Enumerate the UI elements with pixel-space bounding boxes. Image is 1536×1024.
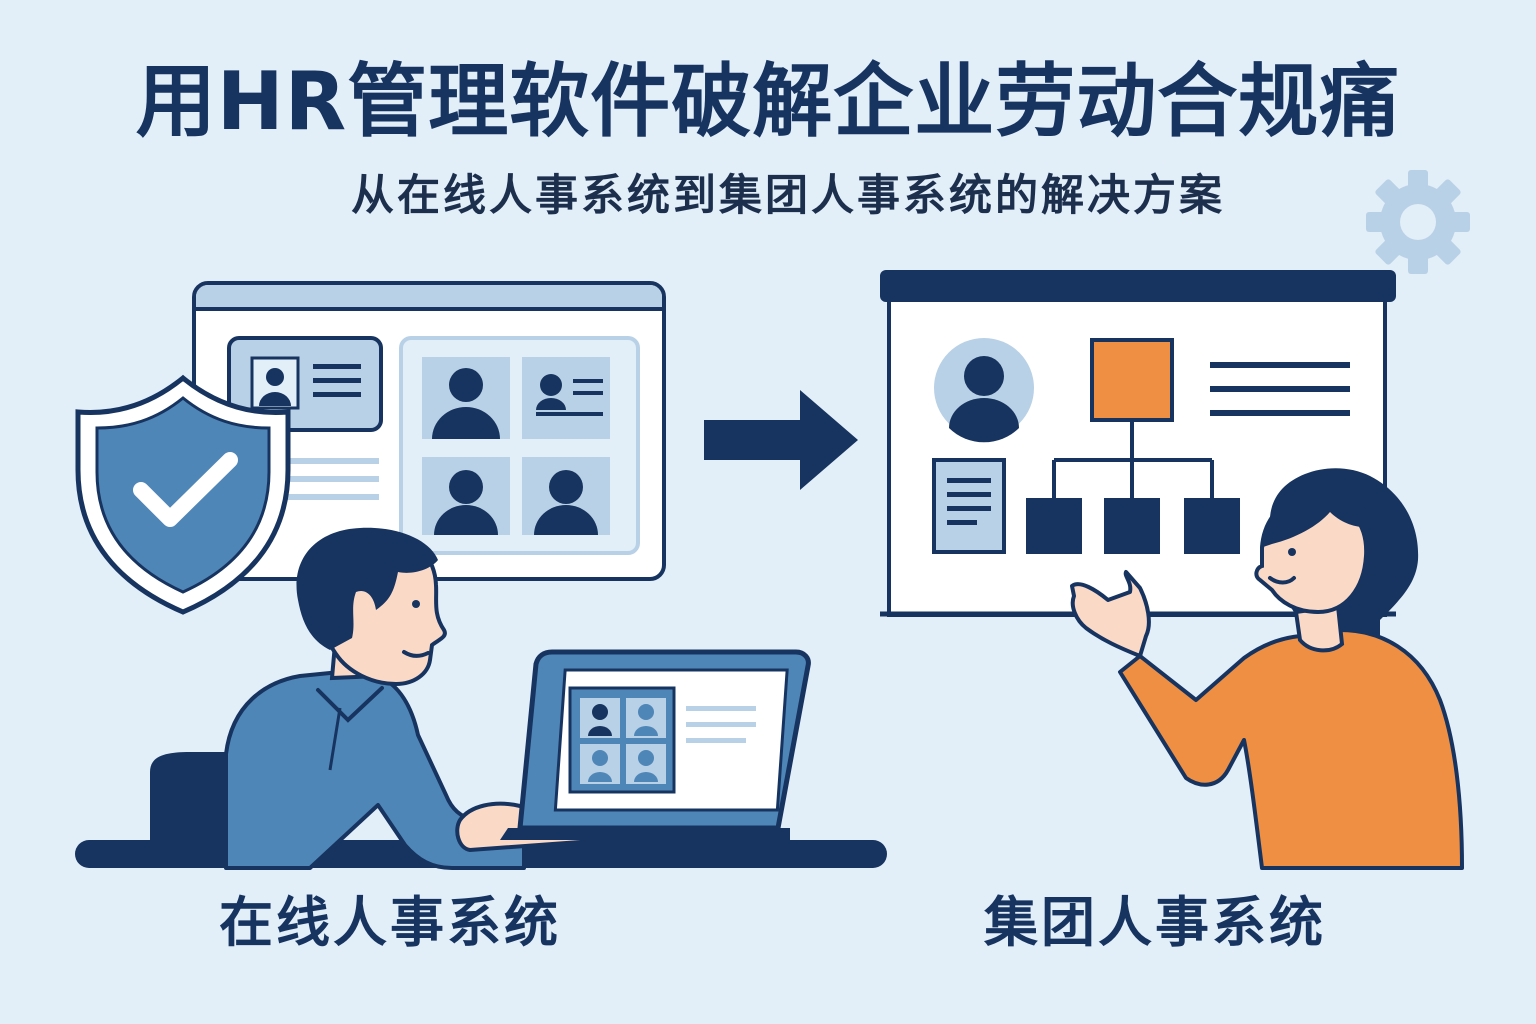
page-title: 用HR管理软件破解企业劳动合规痛 bbox=[135, 55, 1401, 148]
shield-check-icon bbox=[75, 374, 291, 615]
profile-card bbox=[227, 336, 383, 432]
arrow-right-icon bbox=[704, 390, 858, 490]
page-subtitle: 从在线人事系统到集团人事系统的解决方案 bbox=[351, 171, 1225, 221]
laptop bbox=[500, 649, 811, 840]
employee-grid bbox=[399, 336, 640, 555]
org-chart-icon bbox=[1026, 338, 1240, 554]
gear-icon bbox=[1366, 170, 1470, 274]
woman-person bbox=[1070, 468, 1464, 870]
document-icon bbox=[932, 458, 1006, 554]
caption-online-hr: 在线人事系统 bbox=[219, 891, 561, 954]
caption-group-hr: 集团人事系统 bbox=[984, 891, 1326, 954]
person-icon bbox=[934, 338, 1034, 443]
